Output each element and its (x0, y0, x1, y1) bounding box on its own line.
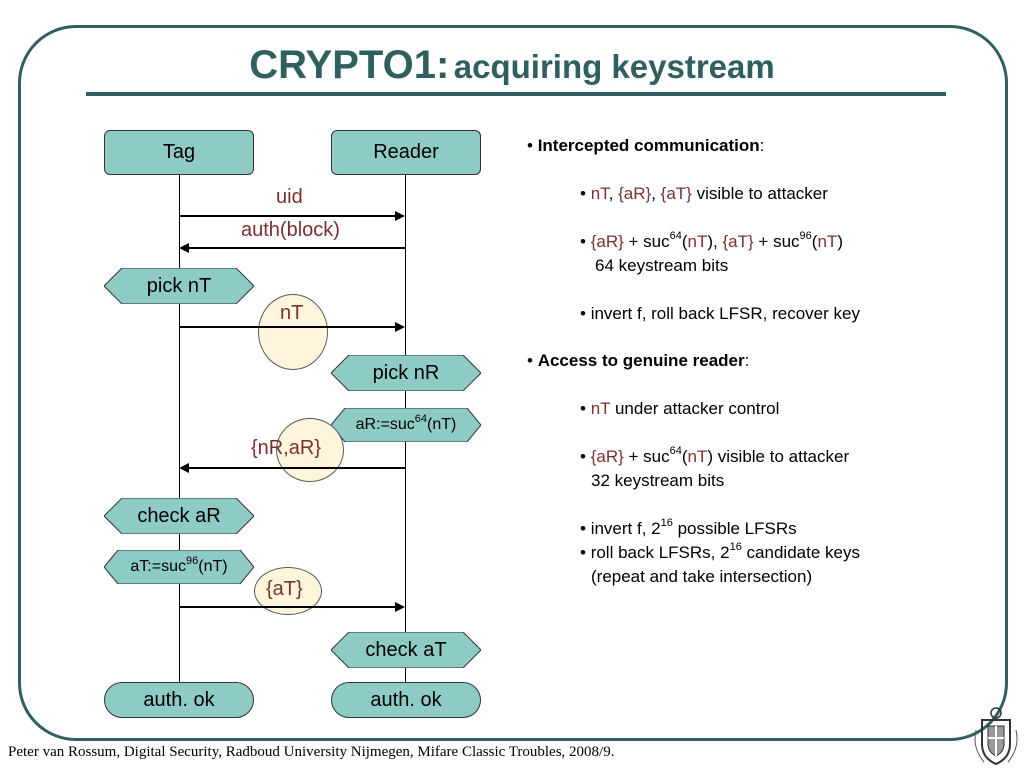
subbullet-candidate-keys-line2: (repeat and take intersection) (591, 567, 813, 586)
subbullet-visible: • nT, {aR}, {aT} visible to attacker (580, 184, 828, 203)
subbullet-recover-key: • invert f, roll back LFSR, recover key (580, 304, 860, 323)
bullet-access: • Access to genuine reader: (527, 351, 750, 370)
pick-nR-label: pick nR (372, 361, 440, 384)
footer-credit: Peter van Rossum, Digital Security, Radb… (8, 744, 615, 760)
arrow-nT (179, 321, 405, 333)
slide-frame (18, 25, 1008, 741)
tag-header-label: Tag (162, 141, 196, 163)
check-aR-label: check aR (137, 504, 221, 527)
tag-auth-ok: auth. ok (104, 682, 254, 718)
aR-calc-label: aR:=suc64(nT) (355, 412, 457, 433)
slide-title: CRYPTO1: acquiring keystream (0, 40, 1024, 99)
aT-calc-label: aT:=suc96(nT) (130, 554, 228, 575)
message-auth-block: auth(block) (241, 219, 340, 241)
nT-highlight-ellipse (258, 294, 328, 370)
tag-auth-ok-label: auth. ok (143, 688, 215, 711)
check-aT-hexagon: check aT (331, 632, 481, 668)
nRaR-highlight-ellipse (276, 418, 344, 482)
check-aR-hexagon: check aR (104, 498, 254, 534)
tag-header-box: Tag (104, 130, 254, 175)
subbullet-keystream-64: • {aR} + suc64(nT), {aT} + suc96(nT) (580, 230, 843, 251)
aR-calc-hexagon: aR:=suc64(nT) (331, 408, 481, 442)
arrow-auth-block (179, 242, 405, 254)
bullet-intercepted-heading: Intercepted communication (537, 136, 760, 155)
message-nT: nT (280, 302, 304, 324)
reader-header-label: Reader (373, 141, 439, 163)
check-aT-label: check aT (365, 638, 447, 661)
reader-auth-ok-label: auth. ok (370, 688, 442, 711)
arrow-aT (179, 601, 405, 613)
subbullet-keystream-32: • {aR} + suc64(nT) visible to attacker (580, 445, 850, 466)
arrow-nR-aR (179, 462, 405, 474)
aT-calc-hexagon: aT:=suc96(nT) (104, 550, 254, 584)
title-main: CRYPTO1: (249, 43, 450, 87)
pick-nR-hexagon: pick nR (331, 355, 481, 391)
title-sub: acquiring keystream (453, 48, 775, 85)
message-aT: {aT} (266, 578, 303, 600)
message-uid: uid (276, 186, 303, 208)
bullet-access-heading: Access to genuine reader (537, 351, 745, 370)
title-underline (86, 92, 946, 96)
subbullet-keystream-64-line2: 64 keystream bits (595, 256, 729, 275)
radboud-university-seal-icon (974, 707, 1018, 766)
tag-lifeline (179, 174, 180, 682)
message-nR-aR: {nR,aR} (251, 437, 322, 459)
arrow-uid (179, 210, 405, 222)
subbullet-attacker-control: • nT under attacker control (580, 399, 780, 418)
pick-nT-hexagon: pick nT (104, 268, 254, 304)
bullet-intercepted: • Intercepted communication: (527, 136, 765, 155)
subbullet-possible-lfsrs: • invert f, 216 possible LFSRs (580, 517, 797, 538)
subbullet-candidate-keys: • roll back LFSRs, 216 candidate keys (580, 541, 860, 562)
pick-nT-label: pick nT (146, 274, 212, 297)
reader-header-box: Reader (331, 130, 481, 175)
reader-auth-ok: auth. ok (331, 682, 481, 718)
subbullet-keystream-32-line2: 32 keystream bits (591, 471, 725, 490)
